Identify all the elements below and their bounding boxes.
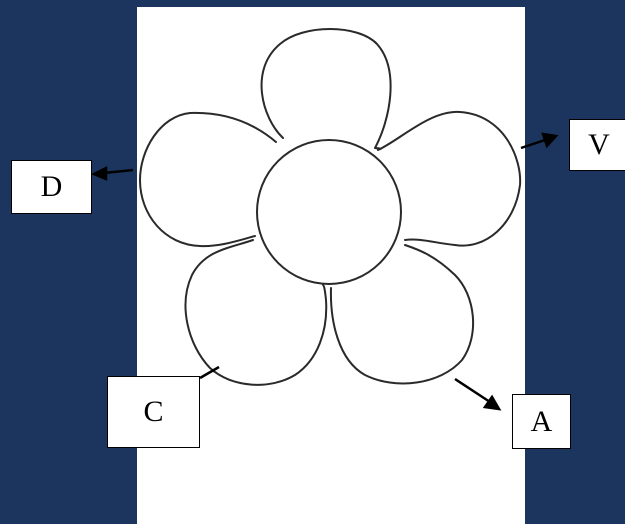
arrow-d-head (90, 165, 108, 181)
label-c-text: C (143, 395, 164, 428)
label-d: D (11, 160, 92, 214)
figure-panel (137, 7, 525, 524)
arrow-v-line (520, 138, 546, 150)
arrow-v-head (541, 132, 559, 149)
petal-bottom-right (329, 244, 475, 385)
label-a: A (512, 394, 571, 449)
arrow-a-line (454, 377, 491, 404)
label-a-text: A (530, 404, 553, 438)
petal-right (377, 110, 522, 247)
flower-center (256, 139, 402, 285)
petal-left (139, 111, 277, 248)
label-v: V (569, 119, 625, 171)
arrow-a-head (482, 394, 502, 411)
label-c: C (107, 376, 200, 448)
pointer-c-line (199, 365, 220, 380)
label-v-text: V (588, 128, 610, 161)
petal-bottom-left (184, 239, 328, 386)
arrow-d-line (103, 168, 134, 175)
petal-top (260, 28, 392, 150)
label-d-text: D (40, 170, 63, 203)
